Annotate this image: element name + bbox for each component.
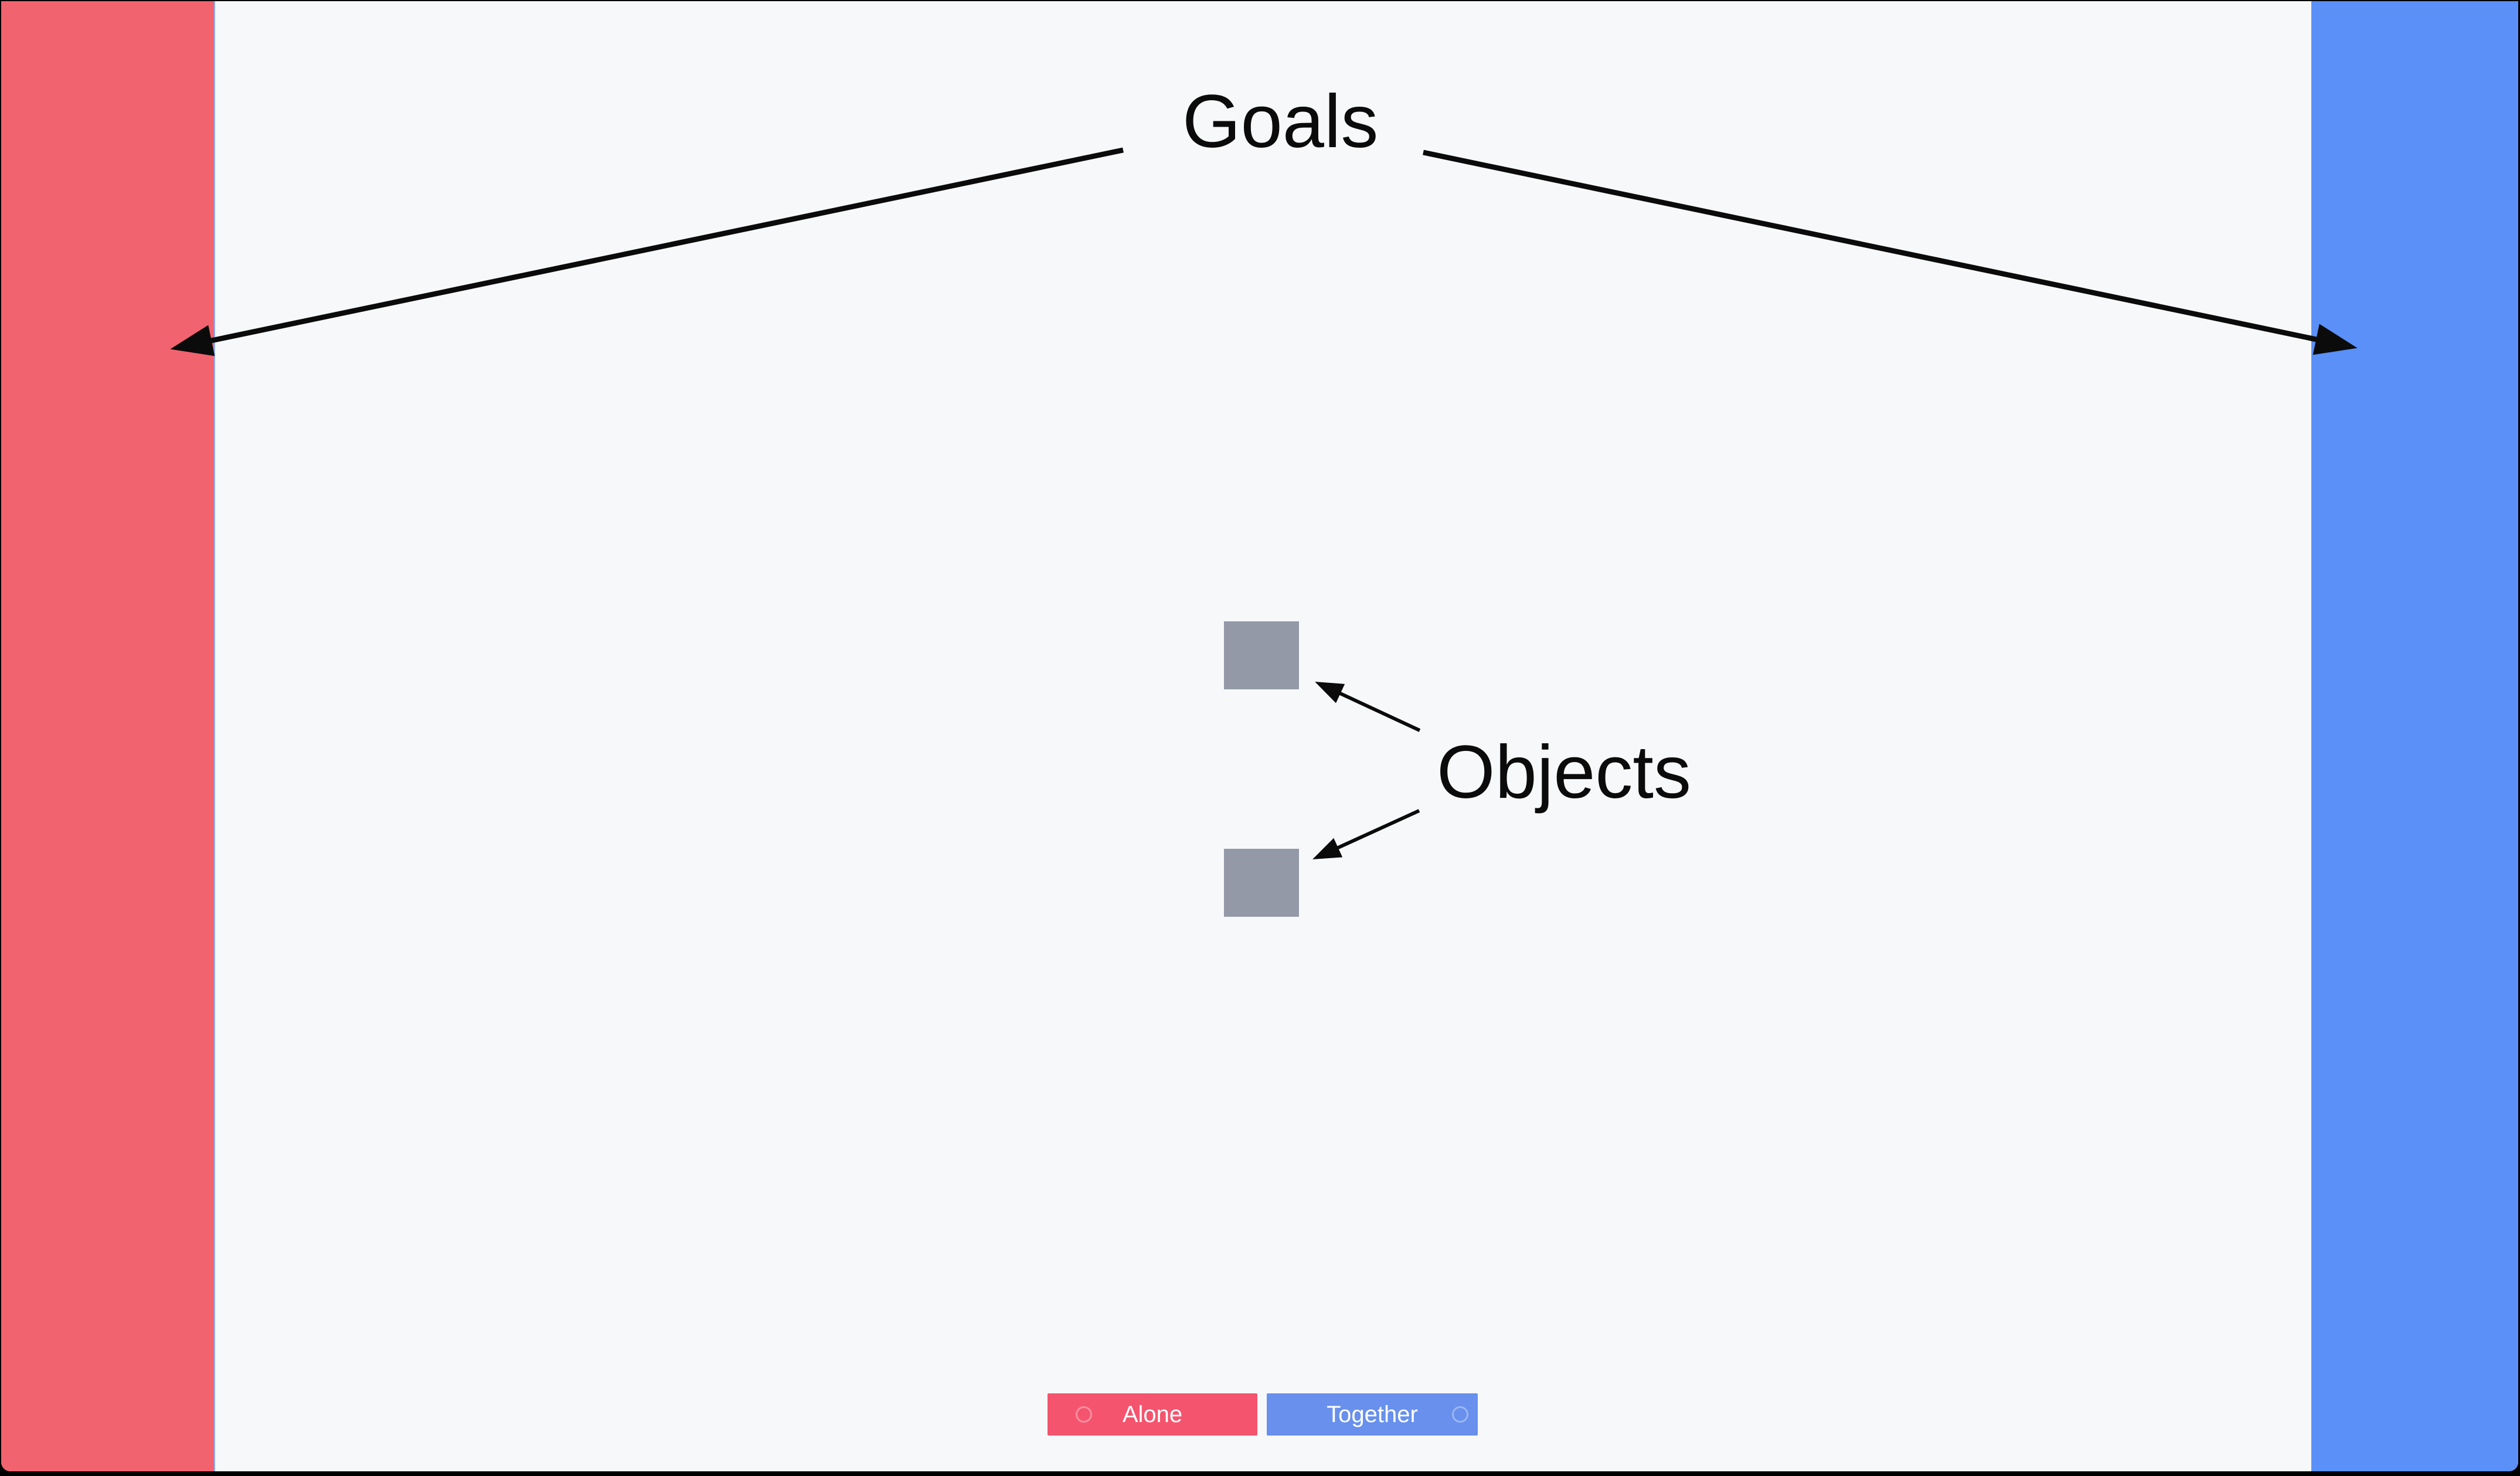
spinner-ring-icon: [1452, 1406, 1468, 1423]
goal-zone-red: [1, 1, 215, 1471]
objects-arrow-bottom: [1312, 809, 1420, 859]
object-square-top[interactable]: [1224, 621, 1299, 689]
object-square-bottom[interactable]: [1224, 849, 1299, 917]
goals-arrow-right: [1423, 149, 2358, 355]
goals-label: Goals: [1182, 80, 1379, 164]
together-button[interactable]: Together: [1267, 1393, 1478, 1436]
objects-arrow-top: [1315, 681, 1421, 732]
objects-label: Objects: [1437, 730, 1691, 814]
alone-button[interactable]: Alone: [1048, 1393, 1257, 1436]
alone-button-label: Alone: [1122, 1402, 1183, 1427]
goal-zone-blue: [2311, 1, 2518, 1471]
together-button-label: Together: [1327, 1402, 1418, 1427]
spinner-ring-icon: [1076, 1406, 1092, 1423]
goals-arrow-left: [170, 147, 1124, 356]
